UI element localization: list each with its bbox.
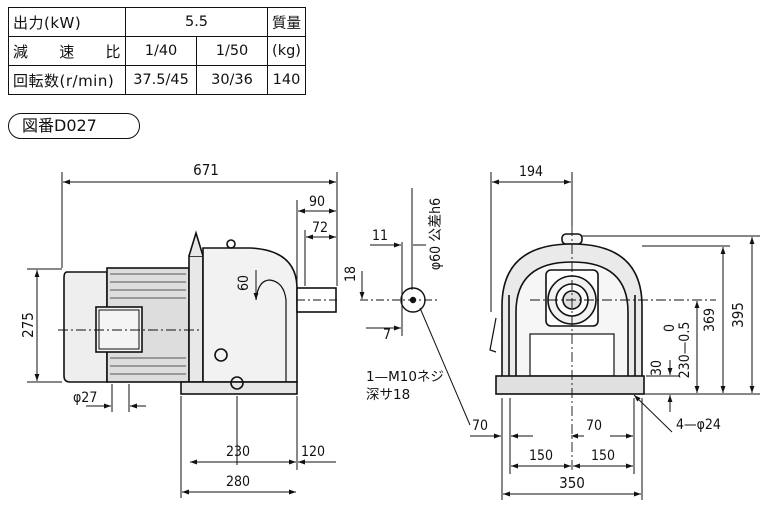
dim-60: 60 — [236, 275, 252, 291]
ratio-label-char: 比 — [105, 42, 121, 61]
dim-foot-230: 230 — [226, 444, 250, 460]
speed-value: 30/36 — [196, 65, 268, 95]
dim-base-width: 350 — [559, 474, 585, 492]
speed-value: 37.5/45 — [125, 65, 197, 95]
shaft-key-detail — [359, 188, 471, 426]
dim-key-width: 11 — [372, 228, 388, 244]
dim-key-depth: 7 — [383, 327, 391, 343]
side-view — [58, 230, 339, 395]
dim-shaft-dia: φ60 公差h6 — [428, 198, 444, 270]
dim-key-length: 72 — [312, 220, 328, 236]
ratio-label: 減 速 比 — [8, 36, 126, 66]
spec-row-output: 出力(kW) 5.5 質量 — [8, 7, 306, 37]
spec-table: 出力(kW) 5.5 質量 減 速 比 1/40 1/50 (kg) 回転数(r… — [8, 7, 306, 95]
output-value: 5.5 — [125, 7, 268, 37]
weight-value: 140 — [267, 65, 306, 95]
ratio-value: 1/50 — [196, 36, 268, 66]
dim-side-70-right: 70 — [586, 418, 602, 434]
tap-note-line2: 深サ18 — [366, 387, 410, 403]
spec-row-speed: 回転数(r/min) 37.5/45 30/36 140 — [8, 65, 306, 95]
drawing-number-badge: 図番D027 — [8, 113, 140, 139]
spec-row-ratio: 減 速 比 1/40 1/50 (kg) — [8, 36, 306, 66]
dim-half-150-right: 150 — [591, 448, 615, 464]
tap-note-line1: 1—M10ネジ — [366, 369, 444, 385]
dim-mount-holes: 4—φ24 — [676, 417, 721, 433]
output-label: 出力(kW) — [8, 7, 126, 37]
weight-unit: (kg) — [267, 36, 306, 66]
dim-shaft-extension: 90 — [309, 194, 325, 210]
dim-120: 120 — [301, 444, 325, 460]
dim-height-369: 369 — [702, 308, 718, 332]
dim-foot-280: 280 — [226, 474, 250, 490]
dimension-labels: 671 90 72 275 60 230 280 120 φ27 11 18 7… — [19, 161, 747, 492]
dim-key-height: 18 — [343, 266, 359, 282]
dim-width-194: 194 — [519, 164, 543, 180]
ratio-label-char: 減 — [13, 42, 29, 61]
ratio-value: 1/40 — [125, 36, 197, 66]
dim-half-150-left: 150 — [529, 448, 553, 464]
dim-shaft-center-height: 230—0.5 — [677, 322, 693, 379]
dim-side-70-left: 70 — [472, 418, 488, 434]
dim-shaft-center-tol: 0 — [662, 324, 678, 332]
side-dimension-lines — [27, 172, 338, 498]
front-view — [489, 226, 716, 470]
speed-label: 回転数(r/min) — [8, 65, 126, 95]
dim-height-395: 395 — [729, 302, 747, 328]
dim-overall-length: 671 — [193, 161, 219, 179]
ratio-label-char: 速 — [59, 42, 75, 61]
front-dimension-lines — [470, 172, 760, 500]
dim-base-height: 30 — [649, 360, 665, 376]
dim-fan-dia: φ27 — [73, 390, 97, 406]
dim-height-275: 275 — [19, 312, 37, 338]
